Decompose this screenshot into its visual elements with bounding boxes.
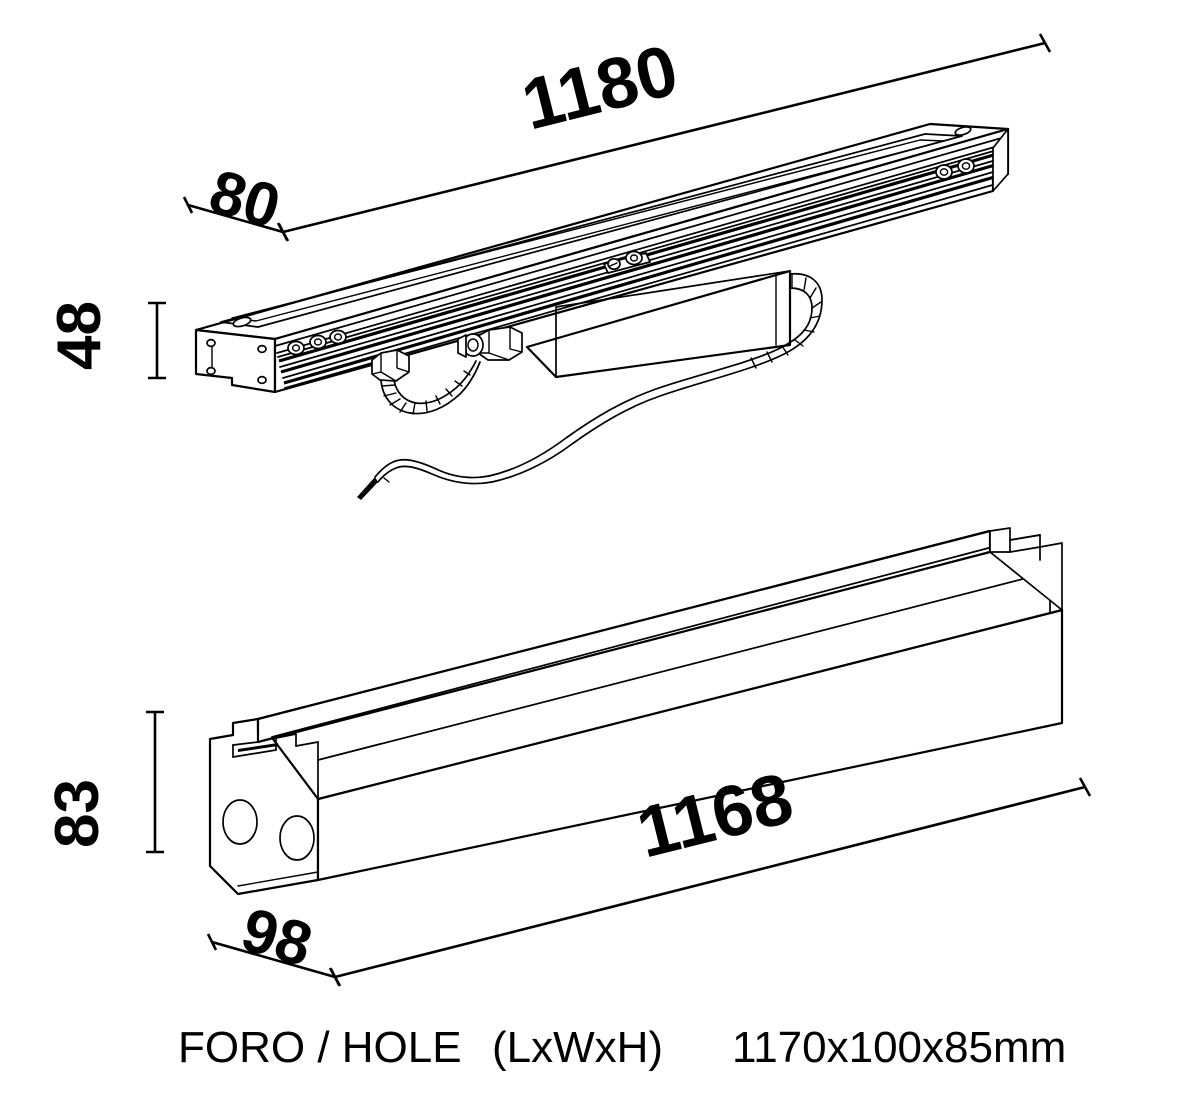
dimension-label-1180: 1180 (515, 30, 686, 145)
caption-hole-label: FORO / HOLE (178, 1023, 462, 1072)
flexible-conduit-left (380, 360, 481, 415)
caption-axes-label: (LxWxH) (492, 1023, 663, 1072)
caption-row: FORO / HOLE (LxWxH) 1170x100x85mm (178, 1023, 1066, 1072)
conduit-ribs-left (381, 370, 471, 415)
housing-box-top (209, 529, 1064, 801)
end-cap (194, 328, 277, 394)
caption-hole-value: 1170x100x85mm (732, 1023, 1066, 1072)
knockout-hole-left (222, 799, 258, 845)
conduit-ribs-right (750, 274, 822, 369)
dimension-98 (206, 933, 341, 986)
knockout-hole-right (279, 815, 315, 861)
cable-gland-right (457, 326, 523, 361)
driver-box (525, 269, 792, 379)
flange-trim (194, 122, 1010, 341)
stripped-cable-end (357, 458, 493, 500)
dimension-80 (182, 196, 289, 241)
fixture-view (194, 122, 1010, 500)
dimension-83 (146, 710, 164, 854)
dimension-48 (148, 301, 166, 380)
flexible-conduit-right (488, 272, 823, 483)
dimension-label-48: 48 (45, 301, 114, 370)
knockout-holes (222, 799, 315, 861)
mounting-clip (603, 250, 651, 274)
stepped-lip-right (989, 527, 1063, 611)
hole-view (208, 527, 1064, 896)
dimension-label-83: 83 (43, 779, 112, 848)
cable-gland-left (371, 349, 410, 382)
